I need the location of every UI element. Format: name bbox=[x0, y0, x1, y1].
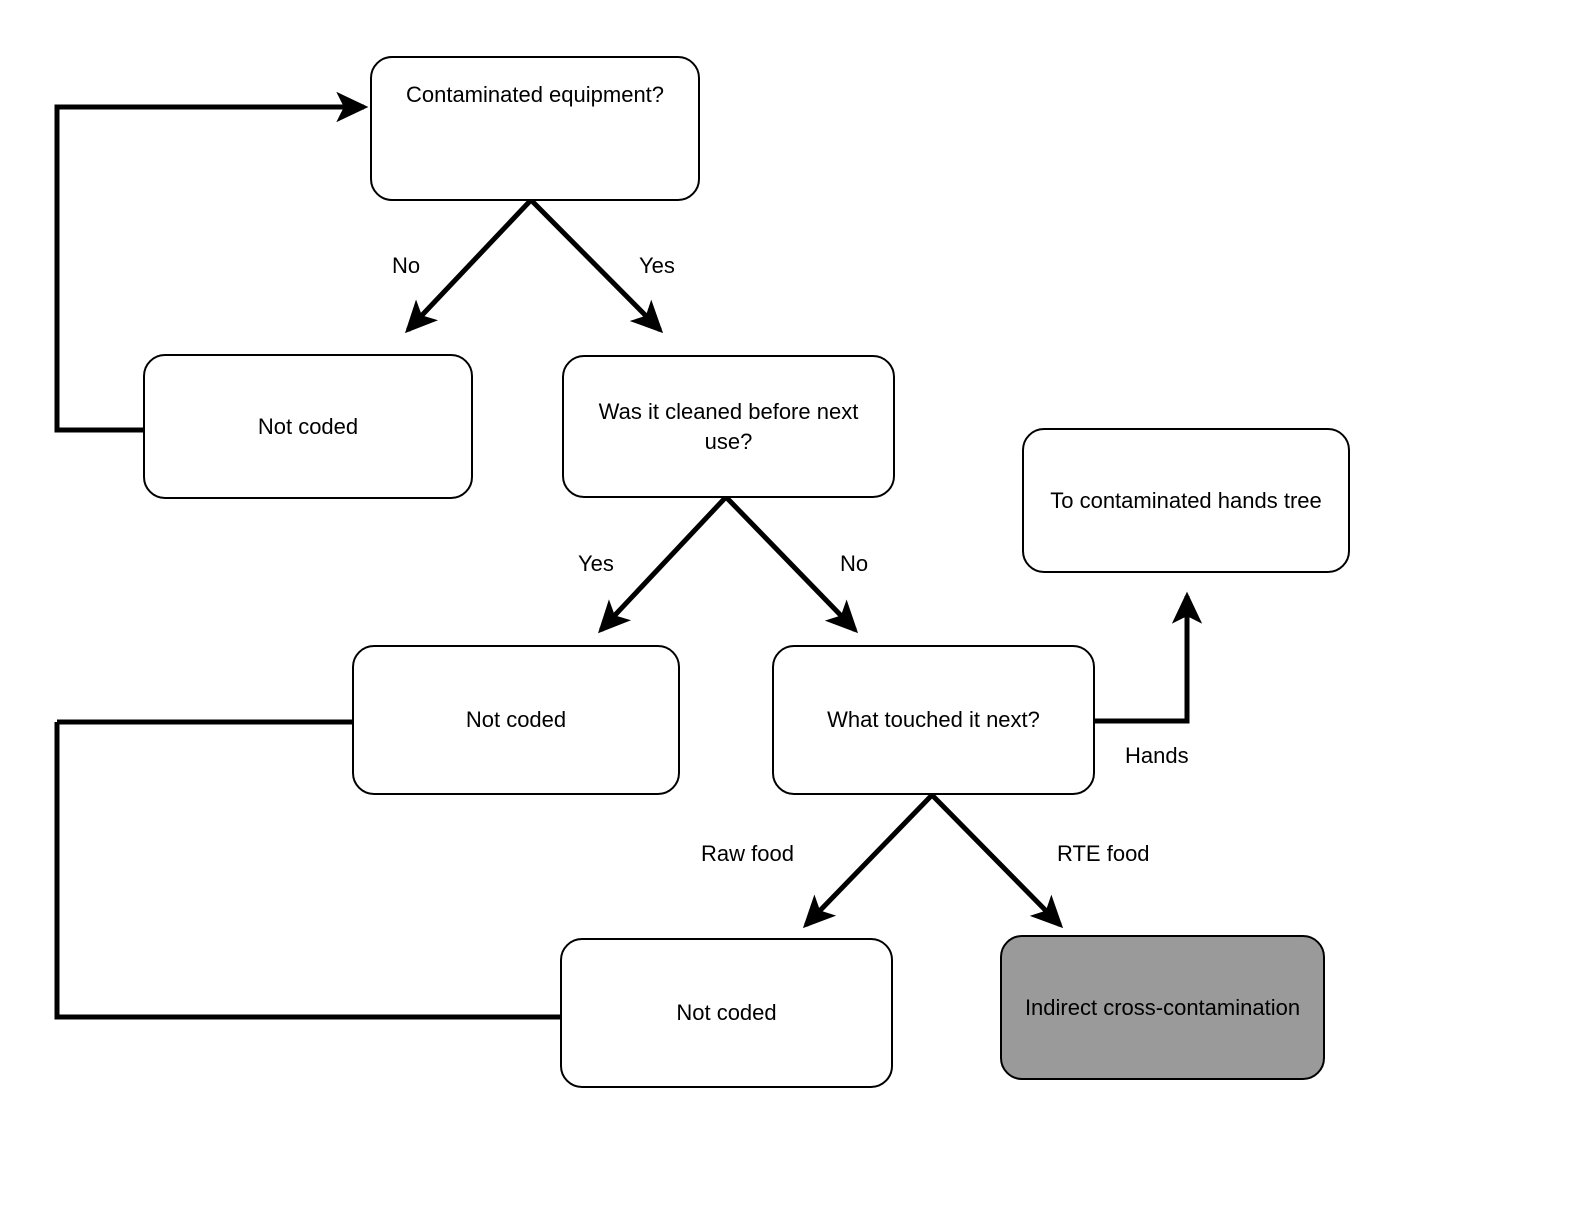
node-label: Contaminated equipment? bbox=[405, 82, 665, 107]
node-label: Not coded bbox=[257, 413, 359, 439]
edge-loop-notcoded1-to-contaminated bbox=[54, 91, 369, 433]
edge-label-no-2: No bbox=[840, 551, 869, 576]
node-label: Not coded bbox=[465, 707, 567, 733]
edge-whattouched-to-notcoded3 bbox=[802, 793, 934, 929]
node-indirect-cross-contamination[interactable]: Indirect cross-contamination bbox=[1000, 935, 1325, 1080]
edge-whattouched-to-handstree bbox=[1095, 591, 1203, 724]
node-label: Not coded bbox=[676, 1000, 777, 1026]
edge-contaminated-to-notcoded1 bbox=[404, 198, 533, 334]
edge-label-rte-food: RTE food bbox=[1057, 841, 1150, 866]
edge-label-yes-1: Yes bbox=[639, 253, 675, 278]
edge-label-hands: Hands bbox=[1125, 743, 1189, 768]
node-label: Indirect cross-contamination bbox=[1024, 994, 1301, 1020]
node-label: What touched it next? bbox=[827, 707, 1040, 733]
edge-label-no-1: No bbox=[392, 253, 421, 278]
edge-cleaned-to-notcoded2 bbox=[598, 495, 728, 634]
edge-cleaned-to-whattouched bbox=[724, 495, 859, 634]
edge-label-raw-food: Raw food bbox=[701, 841, 794, 866]
node-contaminated-equipment[interactable]: Contaminated equipment? bbox=[370, 56, 700, 201]
node-to-contaminated-hands-tree[interactable]: To contaminated hands tree bbox=[1022, 428, 1350, 573]
node-label: To contaminated hands tree bbox=[1050, 487, 1322, 513]
node-not-coded-2[interactable]: Not coded bbox=[352, 645, 680, 795]
edge-contaminated-to-cleaned bbox=[529, 198, 664, 334]
node-not-coded-3[interactable]: Not coded bbox=[560, 938, 893, 1088]
edge-whattouched-to-indirect bbox=[930, 793, 1064, 929]
node-was-it-cleaned[interactable]: Was it cleaned before next use? bbox=[562, 355, 895, 498]
node-what-touched-it-next[interactable]: What touched it next? bbox=[772, 645, 1095, 795]
edge-label-yes-2: Yes bbox=[578, 551, 614, 576]
node-not-coded-1[interactable]: Not coded bbox=[143, 354, 473, 499]
edge-loop-notcoded3-to-spine bbox=[54, 722, 560, 1020]
node-label: Was it cleaned before next use? bbox=[598, 399, 859, 454]
